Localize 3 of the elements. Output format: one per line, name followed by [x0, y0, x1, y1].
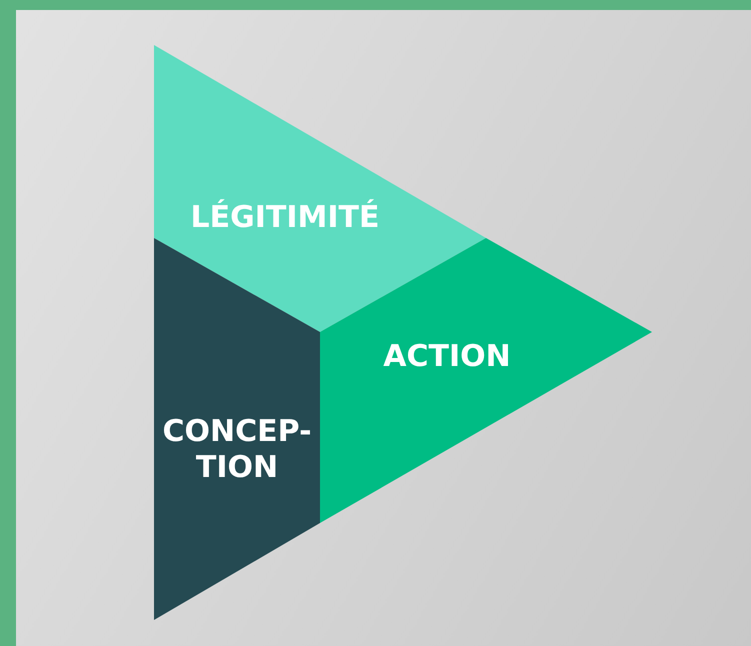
segment-label: LÉGITIMITÉ: [190, 200, 380, 236]
segment-label: ACTION: [382, 339, 512, 375]
segment-label: CONCEP- TION: [162, 414, 312, 486]
